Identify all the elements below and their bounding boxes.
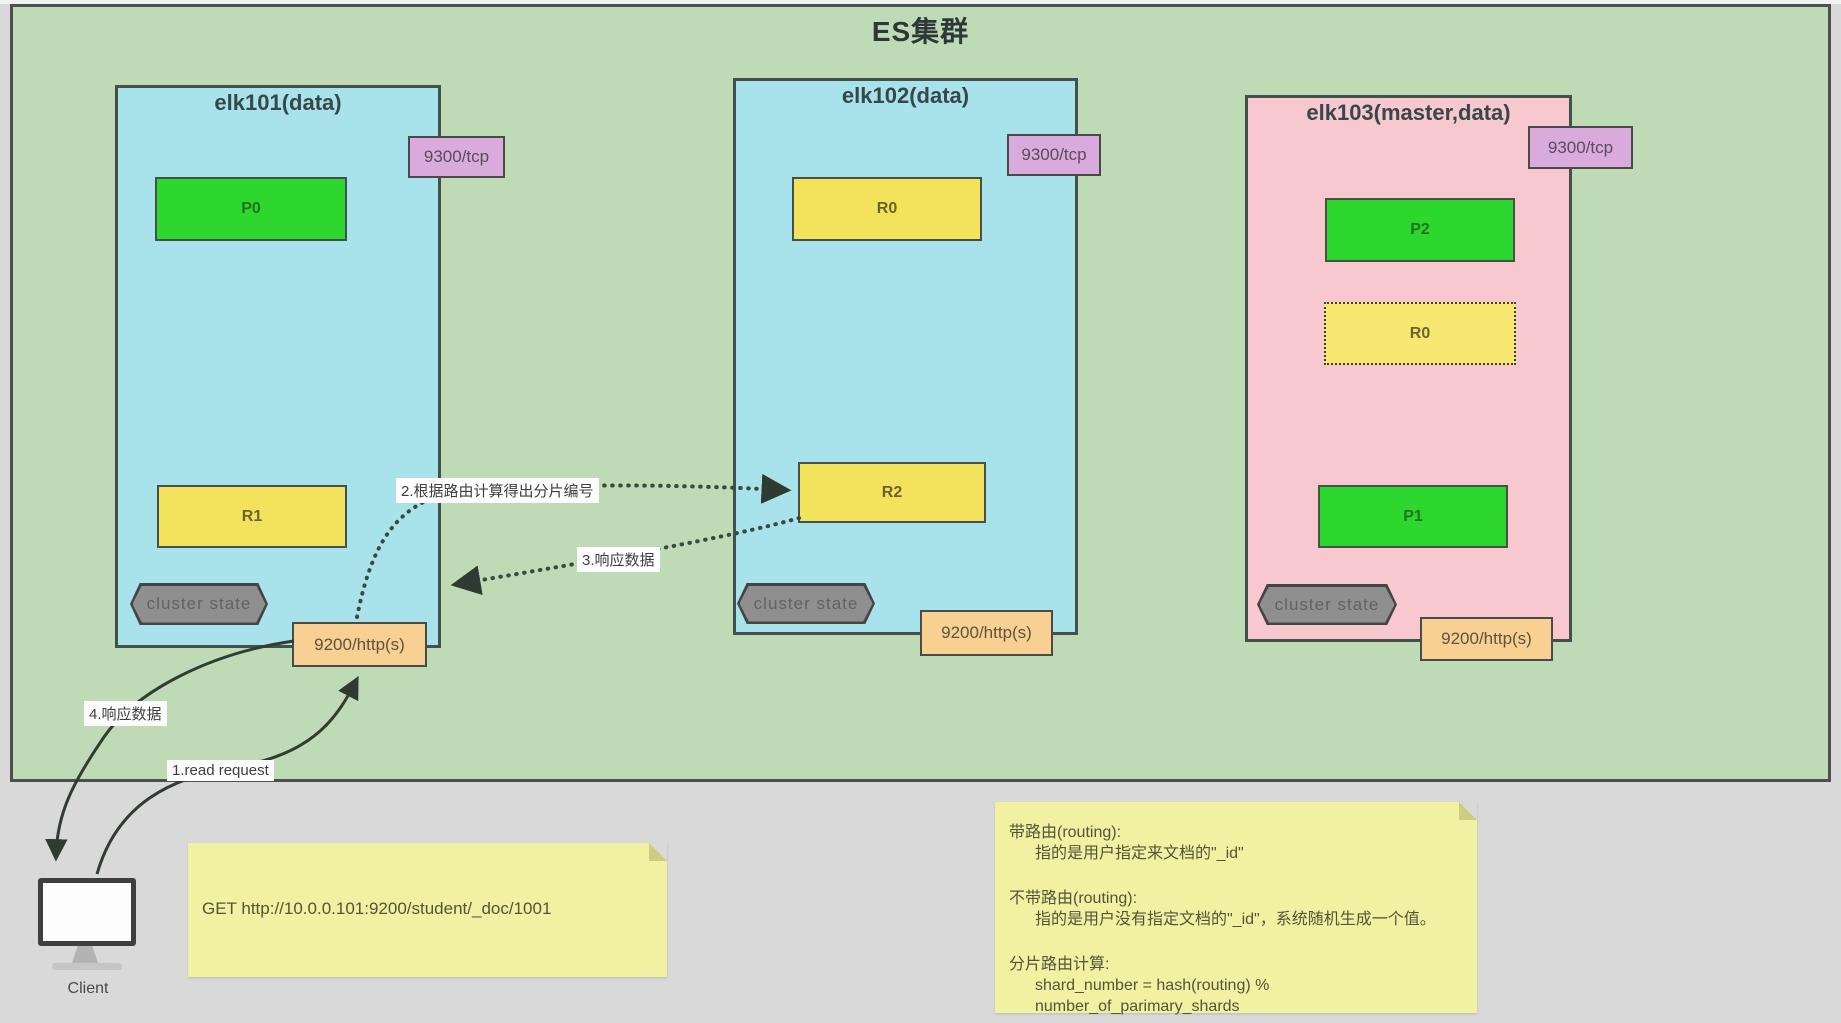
routing-note: 带路由(routing): 指的是用户指定来文档的"_id" 不带路由(rout…: [995, 802, 1477, 1015]
flow-step4-label: 4.响应数据: [84, 701, 167, 726]
shard-calc-formula: shard_number = hash(routing) % number_of…: [1035, 977, 1270, 1015]
shard-calc-title: 分片路由计算:: [1009, 956, 1110, 973]
cluster-state-badge-elk103: cluster state: [1257, 584, 1397, 625]
flow-step2-label: 2.根据路由计算得出分片编号: [396, 478, 599, 503]
node-elk103-title: elk103(master,data): [1306, 100, 1511, 125]
port-9200-elk102: 9200/http(s): [920, 610, 1053, 656]
shard-r0-elk103: R0: [1324, 302, 1516, 365]
node-elk101: [115, 85, 441, 648]
shard-p2: P2: [1325, 198, 1515, 262]
port-9200-elk103: 9200/http(s): [1420, 617, 1553, 661]
client-label: Client: [67, 980, 109, 997]
cluster-state-label: cluster state: [739, 585, 873, 622]
shard-p1: P1: [1318, 485, 1508, 548]
routing-note-body: 带路由(routing): 指的是用户指定来文档的"_id" 不带路由(rout…: [995, 802, 1477, 1017]
client-monitor-icon: [38, 878, 136, 946]
flow-step1-label: 1.read request: [167, 760, 274, 781]
client-monitor-base: [52, 963, 122, 970]
shard-p0: P0: [155, 177, 347, 241]
client-monitor-stand: [72, 946, 98, 963]
port-9300-elk102: 9300/tcp: [1007, 134, 1101, 176]
shard-r0-elk102: R0: [792, 177, 982, 241]
routing-note-paragraph: 带路由(routing): 指的是用户指定来文档的"_id": [1009, 822, 1463, 864]
cluster-state-badge-elk102: cluster state: [737, 583, 875, 624]
routing-note-paragraph: 分片路由计算: shard_number = hash(routing) % n…: [1009, 954, 1463, 1017]
routing-without-body: 指的是用户没有指定文档的"_id"，系统随机生成一个值。: [1035, 911, 1436, 928]
shard-r2: R2: [798, 462, 986, 523]
node-elk103: [1245, 95, 1572, 642]
port-9300-elk103: 9300/tcp: [1528, 126, 1633, 169]
cluster-state-label: cluster state: [132, 585, 266, 623]
top-strip: [0, 0, 1841, 4]
routing-note-paragraph: 不带路由(routing): 指的是用户没有指定文档的"_id"，系统随机生成一…: [1009, 888, 1463, 930]
shard-r1: R1: [157, 485, 347, 548]
routing-with-body: 指的是用户指定来文档的"_id": [1035, 845, 1244, 862]
flow-step3-label: 3.响应数据: [577, 547, 660, 572]
routing-without-title: 不带路由(routing):: [1009, 890, 1138, 907]
port-9200-elk101: 9200/http(s): [292, 622, 427, 667]
node-elk102-title: elk102(data): [841, 83, 970, 108]
port-9300-elk101: 9300/tcp: [408, 136, 505, 178]
cluster-state-label: cluster state: [1259, 586, 1395, 623]
request-note: GET http://10.0.0.101:9200/student/_doc/…: [188, 843, 667, 977]
request-note-text: GET http://10.0.0.101:9200/student/_doc/…: [202, 899, 552, 918]
cluster-title: ES集群: [871, 16, 970, 47]
routing-with-title: 带路由(routing):: [1009, 824, 1122, 841]
node-elk101-title: elk101(data): [214, 90, 342, 115]
cluster-state-badge-elk101: cluster state: [130, 583, 268, 625]
